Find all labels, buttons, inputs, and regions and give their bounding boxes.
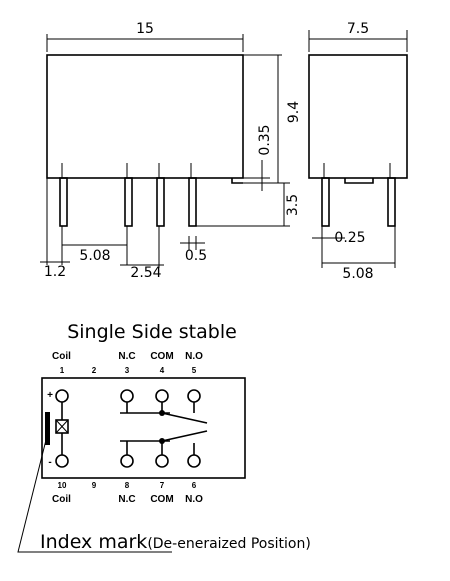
relay-body-front (46, 54, 244, 179)
pin-circle-5 (187, 389, 201, 403)
pin-circle-1 (55, 389, 69, 403)
coil-plus: + (47, 390, 53, 401)
schematic-top-labels: Coil N.C COM N.O 1 2 3 4 5 (52, 351, 203, 375)
pin-circle-4 (155, 389, 169, 403)
side-view: 7.5 0.25 5.08 (308, 21, 408, 282)
bottom-num-8: 8 (125, 481, 130, 490)
dim-width-label: 15 (136, 21, 154, 37)
side-pin-right (387, 177, 396, 227)
pin-circle-10 (55, 454, 69, 468)
top-label-com: COM (150, 351, 173, 362)
pin-3 (156, 177, 165, 227)
dim-spacing2-label: 2.54 (130, 265, 161, 281)
body-notch (231, 178, 243, 184)
bottom-num-9: 9 (92, 481, 97, 490)
pin-2 (124, 177, 133, 227)
dim-pin-length-label: 3.5 (285, 194, 301, 216)
relay-body-side (308, 54, 408, 179)
top-num-3: 3 (125, 366, 130, 375)
dim-thickness-label: 0.25 (334, 230, 365, 246)
top-label-nc: N.C (118, 351, 135, 362)
pin-4 (188, 177, 197, 227)
pin-circle-6 (187, 454, 201, 468)
dim-pin-width-label: 0.5 (185, 248, 207, 264)
dim-side-spacing-label: 5.08 (342, 266, 373, 282)
schematic-title: Single Side stable (67, 321, 237, 343)
bottom-label-coil: Coil (52, 494, 71, 505)
pin-circle-7 (155, 454, 169, 468)
bottom-label-no: N.O (185, 494, 203, 505)
pin-1 (59, 177, 68, 227)
index-mark-text: Index mark(De-eneraized Position) (40, 531, 311, 553)
dim-edge-label: 1.2 (44, 264, 66, 280)
bottom-num-7: 7 (160, 481, 165, 490)
bottom-label-nc: N.C (118, 494, 135, 505)
index-mark-note: (De-eneraized Position) (147, 536, 311, 552)
front-pins (59, 163, 197, 227)
lower-contacts (120, 430, 208, 468)
upper-contacts (120, 389, 208, 424)
dim-height-label: 9.4 (286, 101, 302, 123)
top-num-1: 1 (60, 366, 65, 375)
side-pin-left (321, 177, 330, 227)
schematic-frame (41, 377, 246, 479)
upper-switch-arm (161, 412, 208, 424)
top-num-2: 2 (92, 366, 97, 375)
index-mark-label: Index mark (40, 531, 147, 553)
coil-x-2 (55, 419, 69, 434)
index-mark-bar (45, 412, 50, 445)
top-num-5: 5 (192, 366, 197, 375)
top-label-coil: Coil (52, 351, 71, 362)
side-notch (344, 178, 374, 184)
coil-symbol: + - (45, 389, 69, 468)
top-num-4: 4 (160, 366, 165, 375)
index-mark-leader (17, 439, 172, 553)
pin-circle-3 (120, 389, 134, 403)
schematic-bottom-labels: 10 9 8 7 6 Coil N.C COM N.O (52, 481, 203, 505)
bottom-num-6: 6 (192, 481, 197, 490)
dim-spacing1-label: 5.08 (79, 248, 110, 264)
coil-minus: - (48, 457, 51, 468)
dim-offset-label: 0.35 (257, 124, 273, 155)
top-label-no: N.O (185, 351, 203, 362)
bottom-label-com: COM (150, 494, 173, 505)
pin-circle-8 (120, 454, 134, 468)
front-view: 15 9.4 0.35 3.5 5 (40, 21, 302, 281)
dim-depth-label: 7.5 (347, 21, 369, 37)
bottom-num-10: 10 (58, 481, 67, 490)
lower-switch-arm (161, 430, 208, 442)
